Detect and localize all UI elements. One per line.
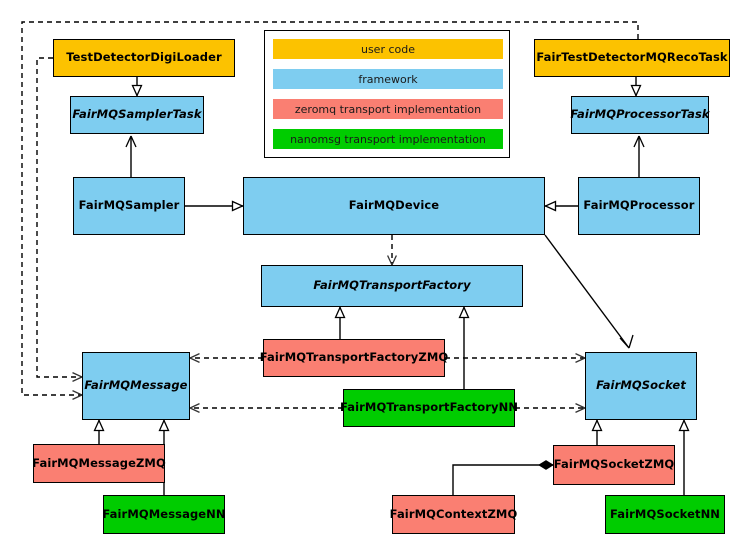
class-label: FairMQMessageNN — [102, 506, 226, 521]
class-label: FairTestDetectorMQRecoTask — [536, 50, 728, 65]
legend-item-zeromq: zeromq transport implementation — [273, 99, 503, 119]
class-label: FairMQProcessorTask — [570, 107, 710, 122]
edge-socketzmq-contextzmq — [452, 460, 554, 495]
class-box-fairmqtransportfactoryzmq[interactable]: FairMQTransportFactoryZMQ — [260, 339, 448, 377]
class-box-fairmqtransportfactory[interactable]: FairMQTransportFactory — [261, 265, 523, 307]
class-box-fairmqsocket[interactable]: FairMQSocket — [585, 352, 697, 420]
legend-item-user-code: user code — [273, 39, 503, 59]
class-label: FairMQSocketZMQ — [553, 457, 675, 472]
class-box-fairtestdetectormqrecotask[interactable]: FairTestDetectorMQRecoTask — [534, 39, 730, 77]
class-label: FairMQSampler — [78, 198, 180, 213]
class-box-fairmqsamplertask[interactable]: FairMQSamplerTask — [70, 96, 204, 134]
class-label: FairMQMessageZMQ — [32, 455, 166, 470]
class-label: FairMQTransportFactoryNN — [339, 400, 519, 415]
class-box-fairmqtransportfactorynn[interactable]: FairMQTransportFactoryNN — [339, 389, 519, 427]
class-box-fairmqmessage[interactable]: FairMQMessage — [82, 352, 190, 420]
class-label: TestDetectorDigiLoader — [66, 50, 222, 65]
class-box-fairmqdevice[interactable]: FairMQDevice — [243, 177, 545, 235]
class-label: FairMQTransportFactory — [313, 278, 471, 293]
class-label: FairMQContextZMQ — [389, 506, 518, 521]
legend-label-nanomsg: nanomsg transport implementation — [290, 132, 486, 146]
legend-label-zeromq: zeromq transport implementation — [294, 102, 482, 116]
class-box-testdetectordigiloader[interactable]: TestDetectorDigiLoader — [53, 39, 235, 77]
legend-item-nanomsg: nanomsg transport implementation — [273, 129, 503, 149]
legend-label-user-code: user code — [360, 42, 416, 56]
class-box-fairmqsampler[interactable]: FairMQSampler — [73, 177, 185, 235]
class-box-fairmqcontextzmq[interactable]: FairMQContextZMQ — [389, 495, 518, 534]
class-box-fairmqsocketnn[interactable]: FairMQSocketNN — [605, 495, 725, 534]
class-label: FairMQSocket — [596, 378, 686, 393]
class-box-fairmqprocessortask[interactable]: FairMQProcessorTask — [570, 96, 710, 134]
class-label: FairMQDevice — [348, 198, 440, 213]
class-box-fairmqmessagezmq[interactable]: FairMQMessageZMQ — [32, 444, 166, 483]
edge-processor-processortask-head — [633, 135, 645, 148]
legend-panel: user code framework zeromq transport imp… — [264, 30, 510, 158]
class-label: FairMQSamplerTask — [72, 107, 202, 122]
class-label: FairMQMessage — [84, 378, 188, 393]
class-label: FairMQTransportFactoryZMQ — [259, 350, 449, 365]
legend-label-framework: framework — [358, 72, 418, 86]
legend-item-framework: framework — [273, 69, 503, 89]
class-label: FairMQProcessor — [583, 198, 695, 213]
class-box-fairmqmessagenn[interactable]: FairMQMessageNN — [102, 495, 226, 534]
edge-device-socket-head — [619, 334, 634, 349]
edge-sampler-samplertask-head — [125, 135, 137, 148]
class-box-fairmqprocessor[interactable]: FairMQProcessor — [578, 177, 700, 235]
class-box-fairmqsocketzmq[interactable]: FairMQSocketZMQ — [553, 445, 675, 485]
edge-device-socket — [544, 234, 630, 349]
class-label: FairMQSocketNN — [609, 506, 721, 521]
